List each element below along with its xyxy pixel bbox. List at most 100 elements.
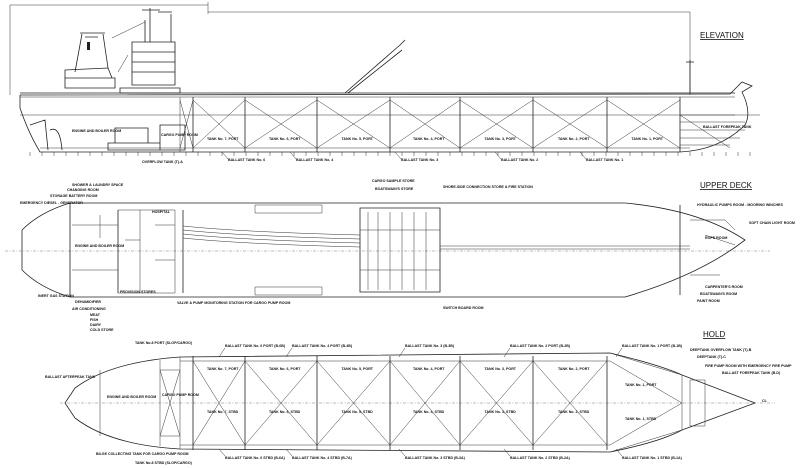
label-cold-store: COLD STORE xyxy=(90,328,114,332)
tank-bracing xyxy=(389,360,461,446)
hold-ballast-stbd-label: BALLAST TANK No. 1 STBD (B-1A) xyxy=(622,456,683,460)
hold-port-tank-label: TANK No. 3, PORT xyxy=(485,367,517,371)
label-valve-station: VALVE & PUMP MONITORING STATION FOR CARG… xyxy=(177,301,290,305)
leader-line xyxy=(394,151,402,160)
engine-room-machinery xyxy=(29,119,186,151)
elev-ballast-label: BALLAST TANK No. 6 xyxy=(228,158,265,162)
tank-bracing xyxy=(244,360,318,446)
tank-bracing xyxy=(389,99,461,149)
elev-overflow-label: OVERFLOW TANK (T)-A xyxy=(142,160,183,164)
fore-mast xyxy=(686,60,694,93)
hold-ballast-port-label: BALLAST TANK No. 2 PORT (B-2B) xyxy=(510,344,571,348)
leader-line xyxy=(579,151,587,160)
label-fire-pump-room: FIRE PUMP ROOM WITH EMERGENCY FIRE PUMP xyxy=(705,364,792,368)
forepeak-tank xyxy=(679,114,745,149)
label-engine-room: ENGINE AND BOILER ROOM xyxy=(75,244,124,248)
cargo-pipelines xyxy=(182,225,690,250)
label-meat: MEAT xyxy=(90,313,101,317)
elev-tank-label: TANK No. 4, PORT xyxy=(413,137,445,141)
superstructure xyxy=(64,8,694,94)
hull-profile xyxy=(19,81,753,153)
accommodation-rooms xyxy=(72,204,323,296)
label-chain-light-room: SOFT CHAIN LIGHT ROOM xyxy=(749,221,795,225)
label-tank8-port: TANK No.8 PORT (SLOP/CARGO) xyxy=(135,341,193,345)
tank-bracing xyxy=(192,99,246,149)
label-sample-store: CARGO SAMPLE STORE xyxy=(372,179,415,183)
hold-outline xyxy=(64,352,757,453)
label-deeptank: DEEPTANK (T)-C xyxy=(697,355,726,359)
dimension-lines xyxy=(9,2,691,95)
cargo-manifold xyxy=(360,212,440,290)
label-air-conditioning: AIR CONDITIONING xyxy=(72,307,106,311)
hold-ballast-stbd-label: BALLAST TANK No. 4 STBD (B-7A) xyxy=(292,456,353,460)
leader-line xyxy=(285,347,293,358)
hold-stbd-tank-label: TANK No. 5, STBD xyxy=(342,410,374,414)
tank-bracing xyxy=(459,99,534,149)
hold-stbd-tank-label: TANK No. 3, STBD xyxy=(485,410,517,414)
label-hold-forepeak: BALLAST FOREPEAK TANK (B-D) xyxy=(722,371,781,375)
hold-ballast-stbd-label: BALLAST TANK No. 6 STBD (B-6A) xyxy=(225,456,286,460)
label-provision-stores: PROVISION STORES xyxy=(120,290,156,294)
label-boatswain-room: BOATSWAIN'S ROOM xyxy=(700,292,737,296)
cofferdam xyxy=(179,97,194,152)
leader-line xyxy=(218,448,226,457)
label-battery-room: STORAGE BATTERY ROOM xyxy=(50,194,97,198)
label-hospital: HOSPITAL xyxy=(152,210,171,214)
stays xyxy=(111,21,146,73)
hold-stbd-tank-label: TANK No. 6, STBD xyxy=(269,410,301,414)
hold-port-tank-label: TANK No. 4, PORT xyxy=(413,367,445,371)
elev-tank-label: TANK No. 3, PORT xyxy=(485,137,517,141)
hold-port-tank-label: TANK No. 5, PORT xyxy=(342,367,374,371)
upper-deck-title: UPPER DECK xyxy=(700,181,753,190)
leader-line xyxy=(503,448,511,457)
leader-line xyxy=(398,448,406,457)
elev-tank-label: TANK No. 1, PORT xyxy=(632,137,664,141)
accommodation-block xyxy=(119,41,181,94)
leader-line xyxy=(494,151,502,160)
label-carpenter-room: CARPENTER'S ROOM xyxy=(705,285,743,289)
hold-cargo-pump-label: CARGO PUMP ROOM xyxy=(162,393,199,397)
tank-bracing xyxy=(316,360,391,446)
hold-aft-fore-structure xyxy=(99,352,706,453)
tank-bracing xyxy=(316,99,391,149)
hold-port-tank-label: TANK No. 6, PORT xyxy=(269,367,301,371)
hold-tank-bulkheads xyxy=(180,356,683,450)
elev-ballast-label: BALLAST TANK No. 2 xyxy=(501,158,538,162)
centerline-label: CL xyxy=(762,399,768,403)
deck-bulkheads xyxy=(69,203,681,297)
label-hydraulic-room: HYDRAULIC PUMPS ROOM - MOORING WINCHES xyxy=(697,203,783,207)
label-deeptank-overflow: DEEPTANK OVERFLOW TANK (T)-B xyxy=(690,348,752,352)
hold-ballast-stbd-label: BALLAST TANK No. 3 STBD (B-3A) xyxy=(405,456,466,460)
hold-ballast-port-label: BALLAST TANK No. 6 PORT (B-6B) xyxy=(225,344,286,348)
elev-ballast-label: BALLAST TANK No. 4 xyxy=(296,158,333,162)
upper-deck-outline xyxy=(21,202,746,298)
elev-engine-room-label: ENGINE AND BOILER ROOM xyxy=(72,129,121,133)
forecastle-rooms xyxy=(690,219,736,276)
label-inert-gas: INERT GAS STATION xyxy=(38,294,74,298)
tank-bracing xyxy=(244,99,318,149)
tank-bracing xyxy=(606,99,681,149)
label-dehumidifier: DEHUMIDIFIER xyxy=(75,300,101,304)
label-emergency-generator: EMERGENCY DIESEL - GENERATOR xyxy=(20,201,83,205)
elevation-tank-bulkheads xyxy=(179,97,681,152)
leader-line xyxy=(285,448,293,457)
leader-line xyxy=(398,347,406,358)
label-dairy: DAIRY xyxy=(90,323,102,327)
elevation-title: ELEVATION xyxy=(700,31,744,40)
elev-tank-label: TANK No. 2, PORT xyxy=(558,137,590,141)
label-tank8-stbd: TANK No.8 STBD (SLOP/CARGO) xyxy=(135,461,193,465)
hold-stbd-tank-label: TANK No. 2, STBD xyxy=(558,410,590,414)
hold-ballast-port-label: BALLAST TANK No. 1 PORT (B-1B) xyxy=(622,344,683,348)
hold-ballast-port-label: BALLAST TANK No. 3 (B-3B) xyxy=(405,344,455,348)
label-boatswain-store: BOATSWAIN'S STORE xyxy=(375,187,414,191)
elevation-view: ELEVATION ENGINE AND BOILER ROOM CARGO P… xyxy=(9,2,760,164)
hold-ballast-stbd-label: BALLAST TANK No. 2 STBD (B-2A) xyxy=(510,456,571,460)
hold-view: HOLD CL BALLAST AFTERPEAK TANK ENGINE AN… xyxy=(45,330,792,465)
elev-tank-label: TANK No. 5, PORT xyxy=(342,137,374,141)
elev-ballast-label: BALLAST TANK No. 3 xyxy=(401,158,438,162)
hold-stbd-tank-label: TANK No. 4, STBD xyxy=(413,410,445,414)
hold-stbd-tank-label: TANK No. 1, STBD xyxy=(625,417,657,421)
label-switchboard-room: SWITCH BOARD ROOM xyxy=(443,306,484,310)
tank-bracing xyxy=(532,99,608,149)
